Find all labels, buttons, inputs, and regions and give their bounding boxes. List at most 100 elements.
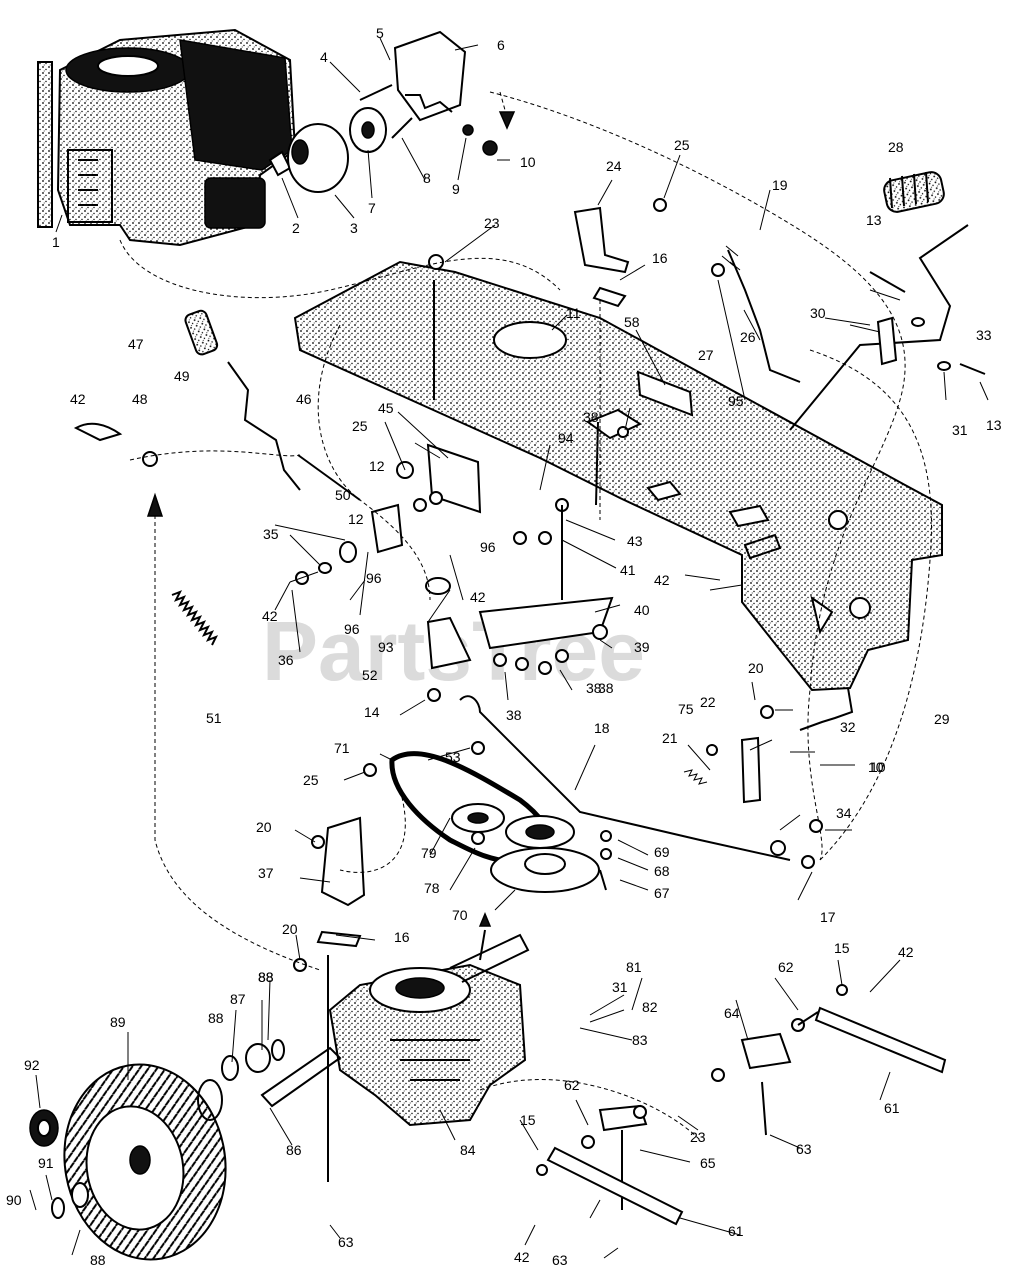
part-label: 96 <box>366 570 382 586</box>
part-label: 69 <box>654 844 670 860</box>
part-label: 70 <box>452 907 468 923</box>
part-label: 42 <box>898 944 914 960</box>
part-label: 3 <box>350 220 358 236</box>
part-label: 38 <box>586 680 602 696</box>
part-label: 87 <box>230 991 246 1007</box>
part-label: 36 <box>278 652 294 668</box>
part-label: 24 <box>606 158 622 174</box>
part-label: 95 <box>728 393 744 409</box>
part-label: 51 <box>206 710 222 726</box>
part-label: 23 <box>484 215 500 231</box>
cable-part <box>489 91 906 861</box>
brake-rod-part <box>459 687 854 861</box>
part-label: 20 <box>256 819 272 835</box>
part-label: 25 <box>352 418 368 434</box>
part-label: 10 <box>870 759 886 775</box>
part-label: 33 <box>976 327 992 343</box>
part-label: 63 <box>796 1141 812 1157</box>
part-label: 25 <box>674 137 690 153</box>
part-label: 93 <box>378 639 394 655</box>
belt-part <box>389 751 600 893</box>
spring-part <box>171 590 219 646</box>
part-label: 27 <box>698 347 714 363</box>
part-label: 61 <box>728 1223 744 1239</box>
part-label: 89 <box>110 1014 126 1030</box>
part-label: 88 <box>90 1252 106 1268</box>
part-label: 23 <box>690 1129 706 1145</box>
part-label: 83 <box>632 1032 648 1048</box>
part-label: 47 <box>128 336 144 352</box>
part-label: 20 <box>748 660 764 676</box>
part-label: 75 <box>678 701 694 717</box>
part-label: 22 <box>700 694 716 710</box>
part-label: 25 <box>303 772 319 788</box>
part-label: 13 <box>986 417 1002 433</box>
part-label: 35 <box>263 526 279 542</box>
part-label: 42 <box>654 572 670 588</box>
part-label: 2 <box>292 220 300 236</box>
reference-lines <box>119 91 932 1141</box>
part-label: 1 <box>52 234 60 250</box>
part-label: 10 <box>520 154 536 170</box>
part-label: 94 <box>558 430 574 446</box>
part-label: 21 <box>662 730 678 746</box>
lever-part <box>73 309 361 501</box>
part-label: 43 <box>627 533 643 549</box>
part-label: 14 <box>364 704 380 720</box>
part-label: 15 <box>520 1112 536 1128</box>
part-label: 40 <box>634 602 650 618</box>
part-label: 41 <box>620 562 636 578</box>
part-label: 29 <box>934 711 950 727</box>
part-label: 19 <box>772 177 788 193</box>
part-label: 78 <box>424 880 440 896</box>
part-label: 53 <box>445 749 461 765</box>
part-label: 31 <box>952 422 968 438</box>
part-label: 38 <box>583 409 599 425</box>
part-label: 42 <box>514 1249 530 1265</box>
part-label: 17 <box>820 909 836 925</box>
part-label: 86 <box>286 1142 302 1158</box>
part-label: 8 <box>423 170 431 186</box>
part-label: 42 <box>70 391 86 407</box>
part-label: 90 <box>6 1192 22 1208</box>
part-label: 32 <box>840 719 856 735</box>
part-label: 34 <box>836 805 852 821</box>
frame-part <box>293 260 943 692</box>
axle-bar-part <box>546 1006 947 1226</box>
muffler-part <box>268 107 413 193</box>
part-label: 28 <box>888 139 904 155</box>
leader-lines <box>29 37 989 1259</box>
part-label: 67 <box>654 885 670 901</box>
part-label: 88 <box>258 969 274 985</box>
part-label: 48 <box>132 391 148 407</box>
part-label: 13 <box>866 212 882 228</box>
part-label: 64 <box>724 1005 740 1021</box>
part-label: 6 <box>497 37 505 53</box>
part-label: 50 <box>335 487 351 503</box>
part-label: 20 <box>282 921 298 937</box>
engine-part <box>37 28 297 247</box>
part-label: 91 <box>38 1155 54 1171</box>
part-label: 11 <box>566 305 581 321</box>
part-label: 12 <box>369 458 385 474</box>
part-label: 9 <box>452 181 460 197</box>
part-label: 84 <box>460 1142 476 1158</box>
part-label: 68 <box>654 863 670 879</box>
part-label: 5 <box>376 25 384 41</box>
part-label: 58 <box>624 314 640 330</box>
part-label: 46 <box>296 391 312 407</box>
part-label: 92 <box>24 1057 40 1073</box>
part-label: 16 <box>652 250 668 266</box>
part-label: 65 <box>700 1155 716 1171</box>
part-label: 42 <box>470 589 486 605</box>
part-label: 10 <box>868 759 884 775</box>
part-label: 31 <box>612 979 628 995</box>
part-label: 52 <box>362 667 378 683</box>
transaxle-part <box>260 912 530 1127</box>
part-label: 88 <box>208 1010 224 1026</box>
part-label: 15 <box>834 940 850 956</box>
part-label: 49 <box>174 368 190 384</box>
part-label: 12 <box>348 511 364 527</box>
wheel-part <box>29 1039 285 1261</box>
